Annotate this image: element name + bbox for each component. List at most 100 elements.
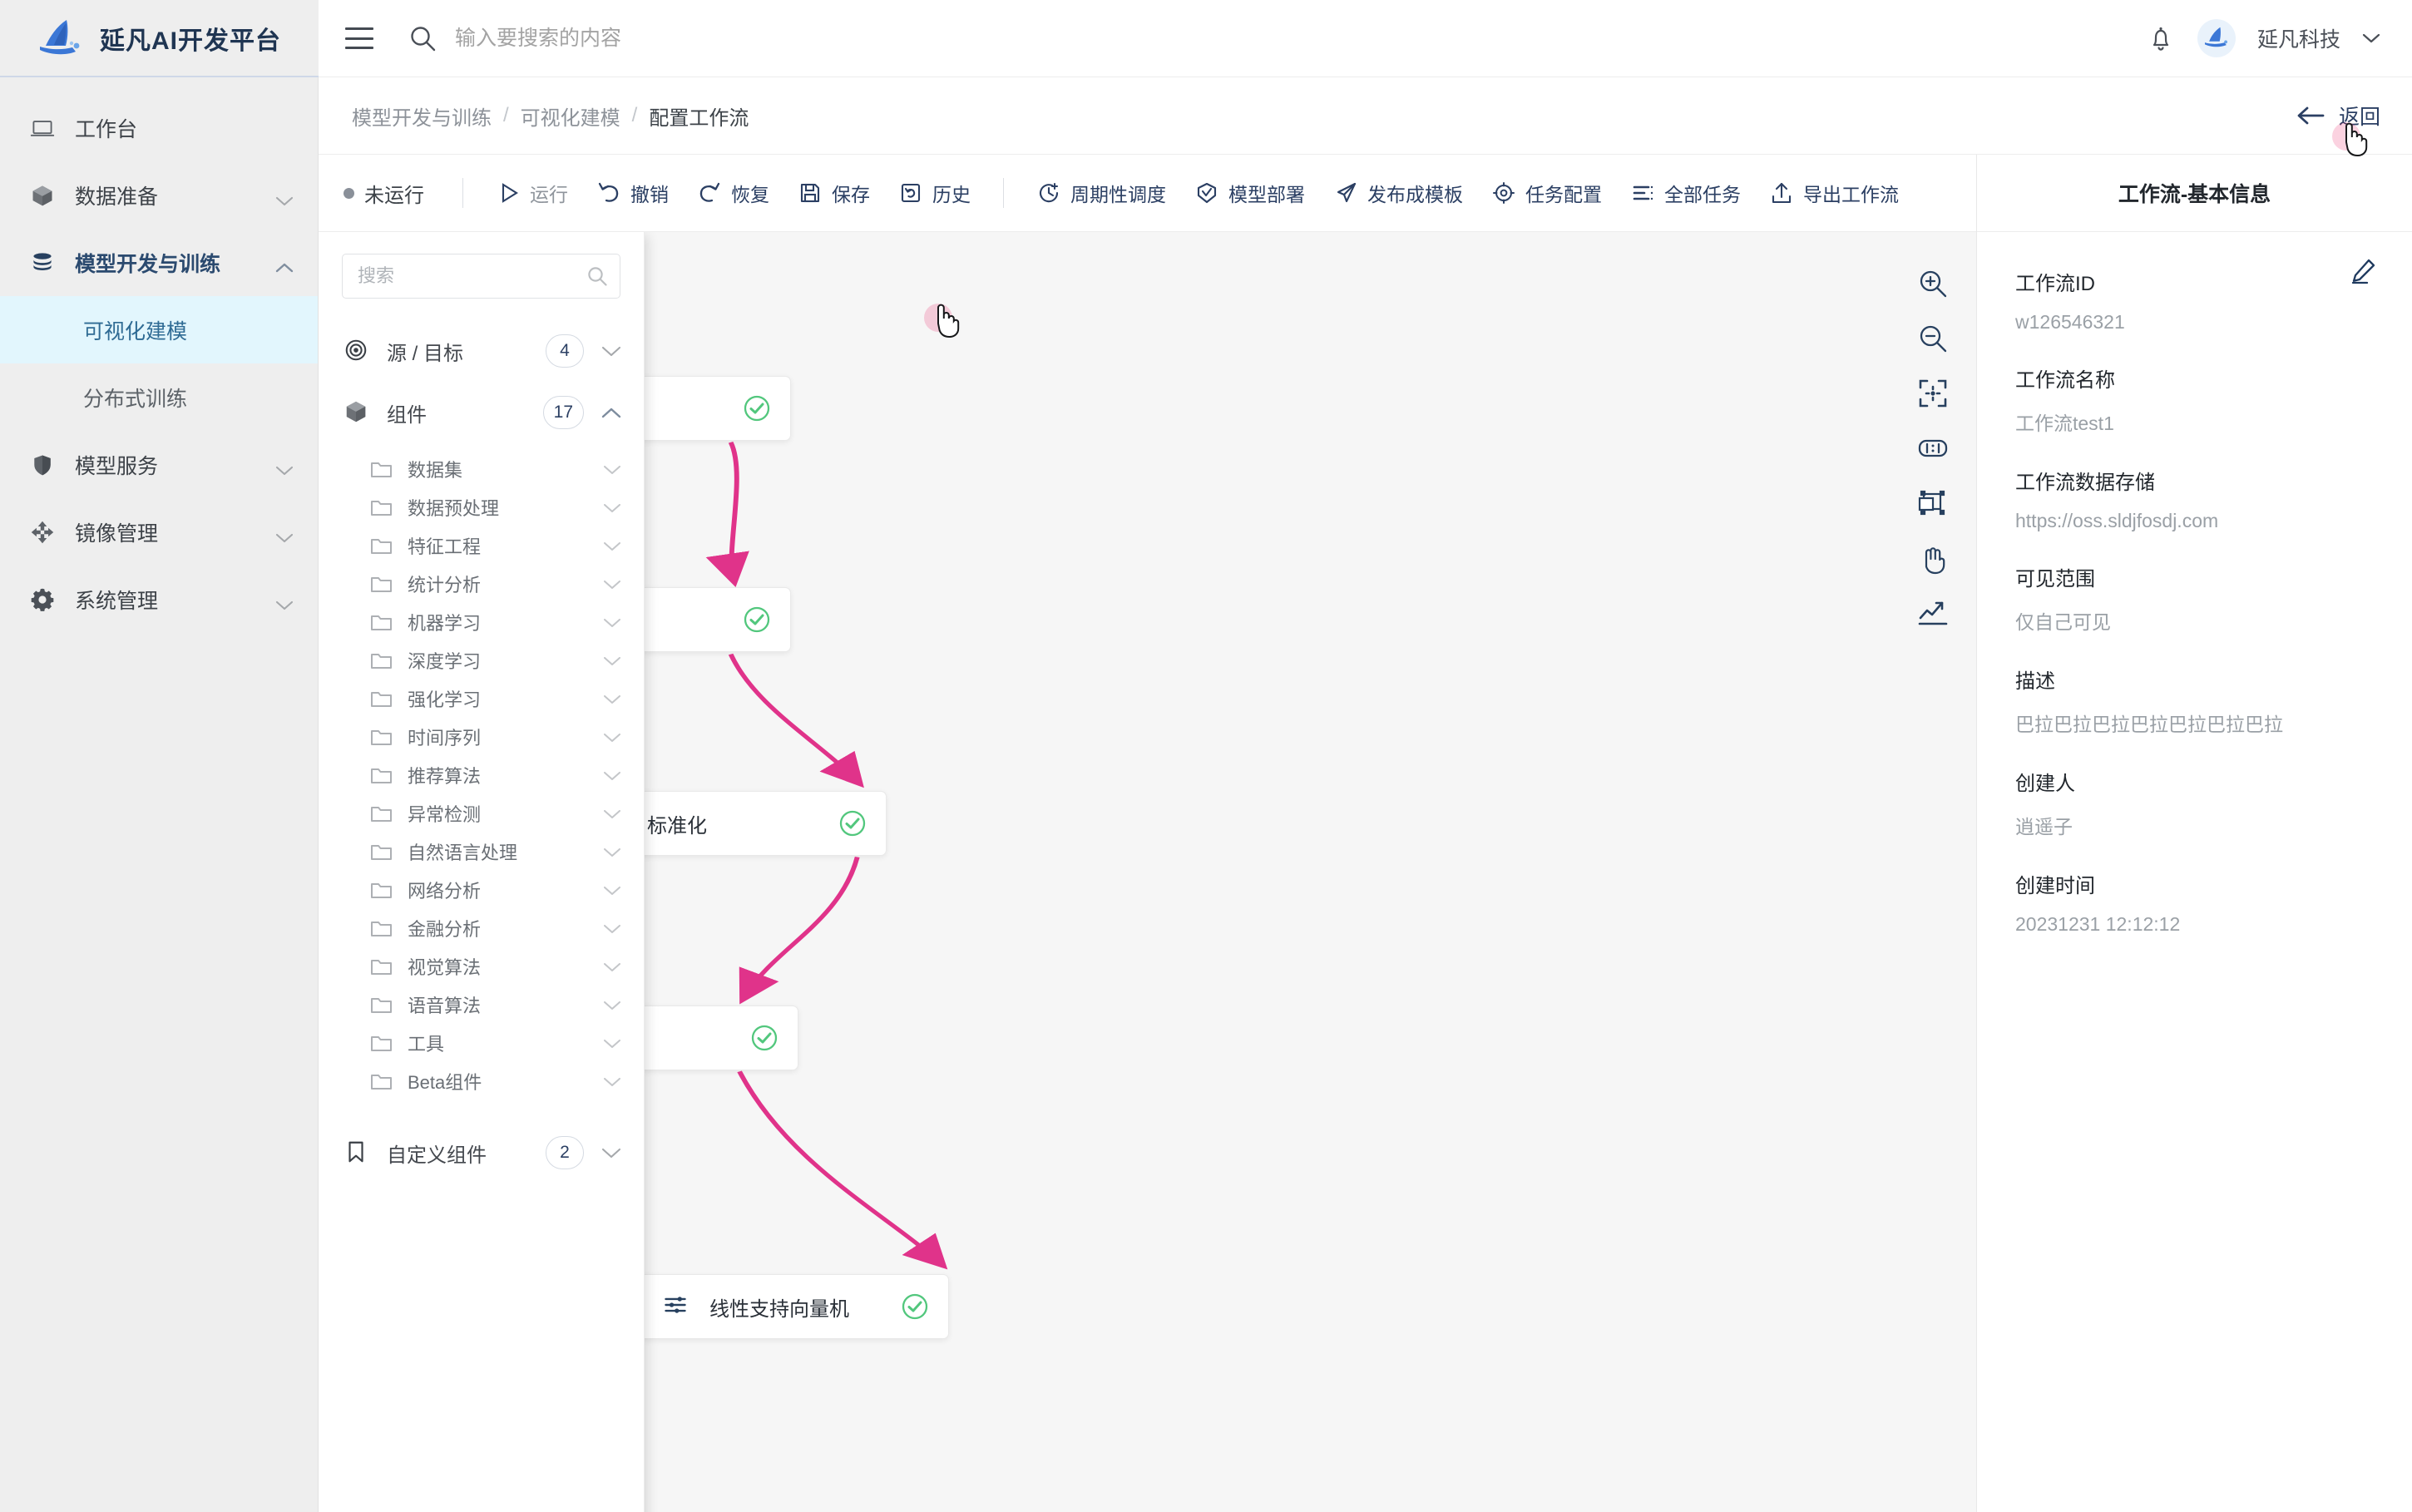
chevron-down-icon[interactable]	[602, 578, 622, 590]
search-icon[interactable]	[586, 265, 608, 287]
undo-button[interactable]: 撤销	[582, 179, 683, 207]
component-folder-item[interactable]: 深度学习	[319, 641, 644, 679]
deploy-button[interactable]: 模型部署	[1180, 179, 1319, 207]
run-status-label: 未运行	[364, 184, 424, 207]
workflow-canvas[interactable]: 数据集	[319, 232, 1976, 1512]
chevron-down-icon[interactable]	[602, 655, 622, 667]
component-folder-item[interactable]: 网络分析	[319, 871, 644, 909]
component-group-components[interactable]: 组件 17	[319, 382, 644, 443]
task-config-button[interactable]: 任务配置	[1477, 179, 1616, 207]
workflow-node-linear-svm[interactable]: 线性支持向量机	[637, 1274, 949, 1339]
chevron-down-icon[interactable]	[274, 526, 294, 543]
sidebar-item-model-dev[interactable]: 模型开发与训练	[0, 229, 318, 296]
chevron-down-icon[interactable]	[602, 616, 622, 629]
all-tasks-button[interactable]: 全部任务	[1616, 179, 1755, 207]
sidebar-item-visual-modeling[interactable]: 可视化建模	[0, 296, 318, 363]
component-folder-item[interactable]: 机器学习	[319, 603, 644, 641]
sidebar-item-data-prep[interactable]: 数据准备	[0, 161, 318, 229]
breadcrumb-item[interactable]: 模型开发与训练	[352, 106, 492, 130]
history-button[interactable]: 历史	[884, 179, 985, 207]
chevron-down-icon[interactable]	[602, 1075, 622, 1088]
trend-chart-icon[interactable]	[1916, 596, 1950, 630]
org-name[interactable]: 延凡科技	[2256, 28, 2340, 52]
component-folder-item[interactable]: 强化学习	[319, 679, 644, 718]
search-input[interactable]	[455, 26, 921, 51]
chevron-down-icon[interactable]	[601, 344, 622, 358]
main-column: 模型开发与训练 / 可视化建模 / 配置工作流 返回	[319, 77, 2412, 1512]
sidebar-item-image-management[interactable]: 镜像管理	[0, 498, 318, 566]
chevron-down-icon[interactable]	[602, 961, 622, 973]
zoom-out-icon[interactable]	[1916, 322, 1950, 355]
chevron-down-icon[interactable]	[602, 999, 622, 1011]
hand-pan-icon[interactable]	[1916, 541, 1950, 575]
component-folder-item[interactable]: 统计分析	[319, 565, 644, 603]
component-search[interactable]	[342, 254, 620, 299]
component-search-input[interactable]	[358, 265, 578, 287]
chevron-down-icon[interactable]	[602, 769, 622, 782]
chevron-down-icon[interactable]	[601, 1146, 622, 1159]
component-folder-item[interactable]: 视觉算法	[319, 947, 644, 986]
export-workflow-button-label: 导出工作流	[1803, 184, 1899, 205]
fit-center-icon[interactable]	[1916, 377, 1950, 410]
save-button[interactable]: 保存	[783, 179, 884, 207]
layout-icon[interactable]	[1916, 432, 1950, 465]
chevron-up-icon[interactable]	[601, 406, 622, 419]
component-folder-item[interactable]: 语音算法	[319, 986, 644, 1024]
select-frame-icon[interactable]	[1916, 487, 1950, 520]
chevron-down-icon[interactable]	[274, 189, 294, 206]
breadcrumb-item[interactable]: 可视化建模	[520, 106, 620, 130]
component-folder-item[interactable]: 自然语言处理	[319, 833, 644, 871]
chevron-down-icon[interactable]	[602, 693, 622, 705]
chevron-down-icon[interactable]	[274, 458, 294, 476]
sidebar-item-distributed-training[interactable]: 分布式训练	[0, 363, 318, 431]
component-folder-item[interactable]: 推荐算法	[319, 756, 644, 794]
edge-n4-n5	[737, 1070, 948, 1270]
component-folder-label: 强化学习	[408, 689, 482, 710]
schedule-button[interactable]: 周期性调度	[1022, 179, 1180, 207]
component-folder-item[interactable]: 数据集	[319, 450, 644, 488]
info-field-value: 工作流test1	[2015, 413, 2114, 434]
bookmark-icon	[344, 1139, 370, 1166]
component-folder-label: 视觉算法	[408, 957, 482, 978]
component-folder-item[interactable]: 时间序列	[319, 718, 644, 756]
avatar[interactable]	[2197, 19, 2236, 57]
component-folder-item[interactable]: 金融分析	[319, 909, 644, 947]
run-button[interactable]: 运行	[482, 179, 582, 207]
sidebar-item-workbench[interactable]: 工作台	[0, 94, 318, 161]
chevron-down-icon[interactable]	[602, 463, 622, 476]
chevron-up-icon[interactable]	[274, 256, 294, 273]
component-folder-item[interactable]: 异常检测	[319, 794, 644, 833]
history-button-label: 历史	[932, 184, 971, 205]
chevron-down-icon[interactable]	[274, 593, 294, 610]
sidebar-item-system-management[interactable]: 系统管理	[0, 566, 318, 633]
sidebar-item-model-service[interactable]: 模型服务	[0, 431, 318, 498]
status-dot-icon	[344, 187, 354, 199]
publish-template-button[interactable]: 发布成模板	[1319, 179, 1477, 207]
zoom-in-icon[interactable]	[1916, 267, 1950, 300]
chevron-down-icon[interactable]	[602, 731, 622, 744]
edit-pencil-icon[interactable]	[2349, 257, 2377, 285]
chevron-down-icon[interactable]	[602, 884, 622, 897]
chevron-down-icon[interactable]	[602, 922, 622, 935]
export-workflow-button[interactable]: 导出工作流	[1755, 179, 1913, 207]
component-folder-item[interactable]: 特征工程	[319, 526, 644, 565]
chevron-down-icon[interactable]	[2362, 32, 2380, 44]
search-icon[interactable]	[408, 24, 437, 52]
chevron-down-icon[interactable]	[602, 502, 622, 514]
hamburger-icon[interactable]	[345, 27, 373, 49]
component-folder-item[interactable]: 数据预处理	[319, 488, 644, 526]
bell-icon[interactable]	[2146, 23, 2176, 53]
component-panel: 源 / 目标 4	[319, 232, 960, 1512]
chevron-down-icon[interactable]	[602, 846, 622, 858]
chevron-down-icon[interactable]	[602, 808, 622, 820]
sidebar-item-label: 系统管理	[75, 589, 159, 613]
redo-button[interactable]: 恢复	[683, 179, 783, 207]
component-folder-item[interactable]: Beta组件	[319, 1062, 644, 1100]
component-folder-item[interactable]: 工具	[319, 1024, 644, 1062]
component-group-custom[interactable]: 自定义组件 2	[319, 1122, 644, 1183]
chevron-down-icon[interactable]	[602, 1037, 622, 1050]
chevron-down-icon[interactable]	[602, 540, 622, 552]
component-group-source-target[interactable]: 源 / 目标 4	[319, 320, 644, 382]
back-button[interactable]: 返回	[2296, 101, 2380, 157]
folder-icon	[370, 688, 393, 710]
